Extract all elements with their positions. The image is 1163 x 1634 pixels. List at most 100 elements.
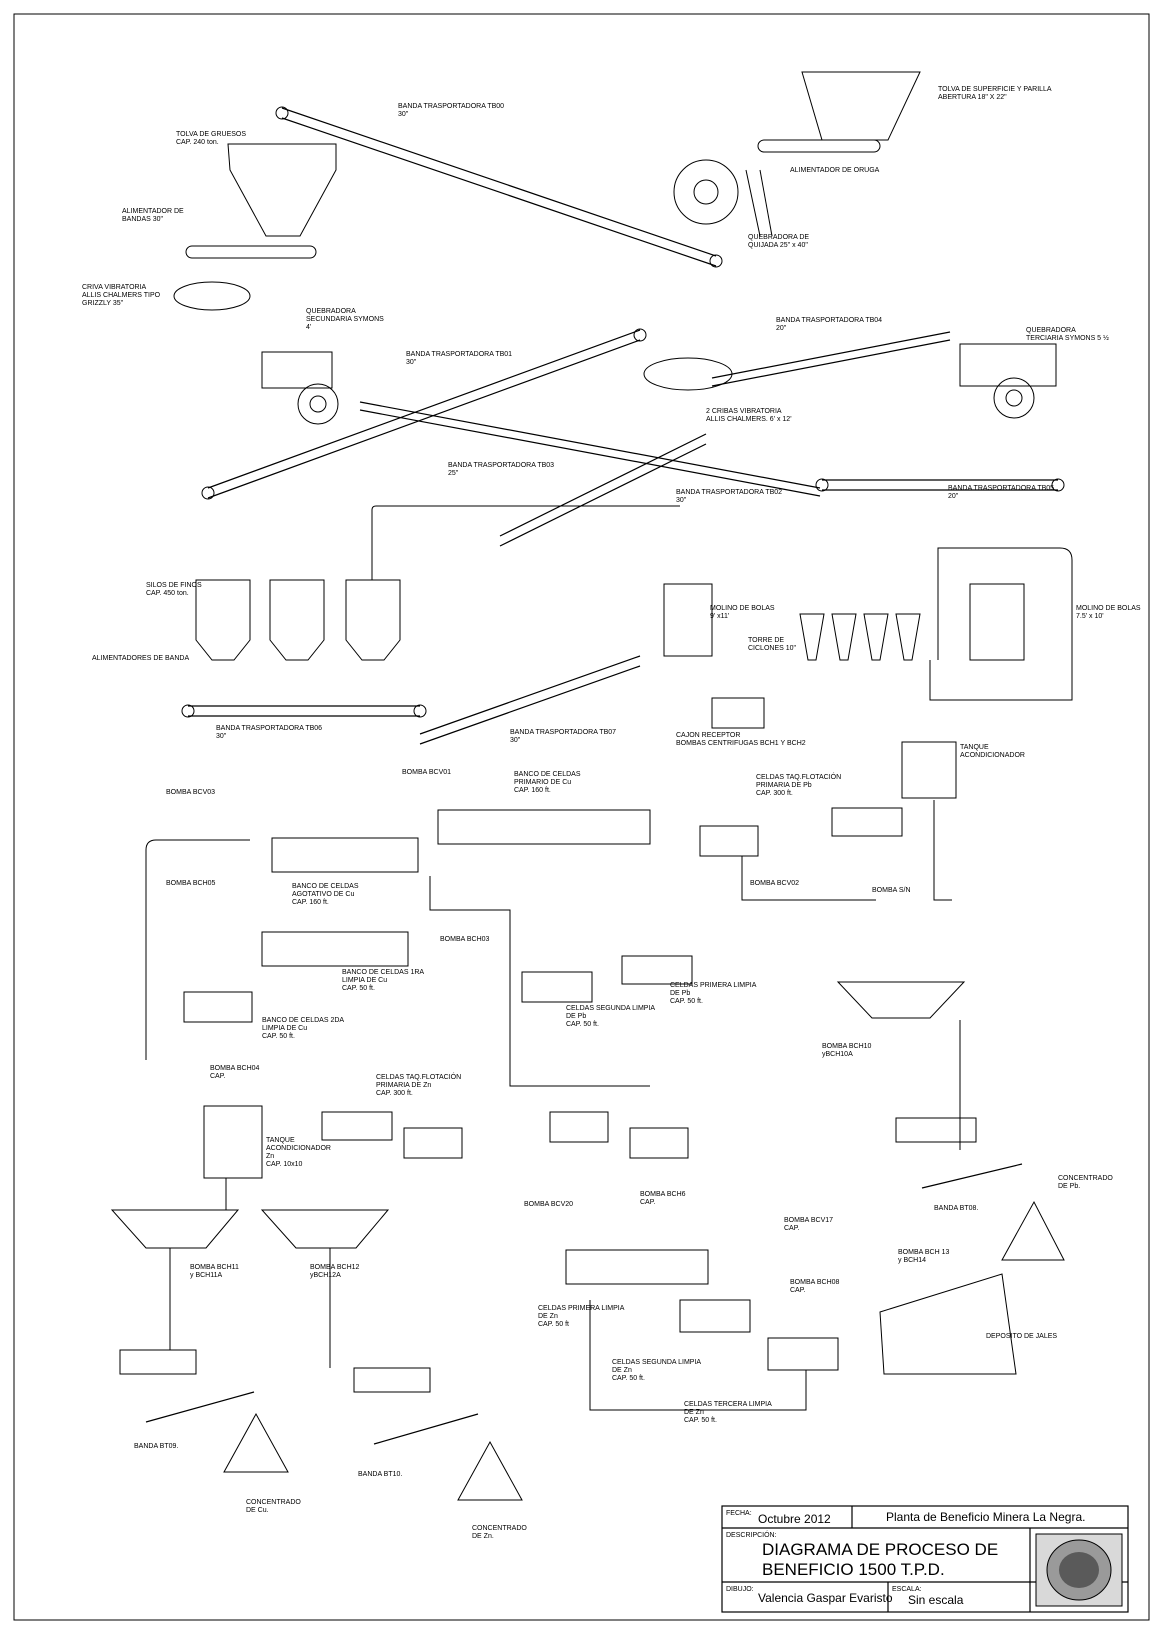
label-bomba-bcv02-1: BOMBA BCV02 [750, 880, 799, 887]
label-bomba-bch04-1: BOMBA BCH04 [210, 1065, 260, 1072]
label-bomba-bcv20-1: BOMBA BCV20 [524, 1201, 573, 1208]
label-bomba-bch03: BOMBA BCH03 [440, 936, 490, 943]
label-banco-primario-cu-2: PRIMARIO DE Cu [514, 779, 571, 786]
tb-escala: Sin escala [908, 1593, 964, 1607]
label-criva-vibratoria-3: GRIZZLY 35" [82, 300, 124, 307]
label-bomba-bch08-1: BOMBA BCH08 [790, 1279, 840, 1286]
label-banda-tb07-2: 30" [510, 737, 521, 744]
label-tolva-superficie-2: ABERTURA 18" X 22" [938, 94, 1007, 101]
label-concentrado-cu-2: DE Cu. [246, 1507, 269, 1514]
label-silos-finos-1: SILOS DE FINOS [146, 582, 202, 589]
unam-seal [1036, 1534, 1122, 1606]
label-alimentadores-banda: ALIMENTADORES DE BANDA [92, 655, 189, 662]
label-banda-bt09: BANDA BT09. [134, 1443, 178, 1450]
label-banda-tb03-2: 25" [448, 470, 459, 477]
label-alimentador-bandas-2: BANDAS 30" [122, 216, 164, 223]
label-banda-tb06-2: 30" [216, 733, 227, 740]
label-concentrado-pb-2: DE Pb. [1058, 1183, 1080, 1190]
label-tanque-zn-4: CAP. 10x10 [266, 1161, 303, 1168]
label-banda-tb05-2: 20" [948, 493, 959, 500]
label-concentrado-pb-1: CONCENTRADO [1058, 1175, 1113, 1182]
label-criva-vibratoria-1: CRIVA VIBRATORIA [82, 284, 147, 291]
label-cribas-2: ALLIS CHALMERS. 6' x 12' [706, 416, 792, 423]
label-cribas-1: 2 CRIBAS VIBRATORIA [706, 408, 782, 415]
label-celdas-segunda-pb-3: CAP. 50 ft. [566, 1021, 599, 1028]
label-bomba-sn: BOMBA S/N [872, 887, 911, 894]
label-celdas-taq-zn-1: CELDAS TAQ.FLOTACIÓN [376, 1072, 461, 1081]
label-bomba-bcv01: BOMBA BCV01 [402, 769, 451, 776]
label-banco-primario-cu-1: BANCO DE CELDAS [514, 771, 581, 778]
label-quebradora-terciaria-2: TERCIARIA SYMONS 5 ½ [1026, 334, 1109, 342]
label-bomba-bcv20: BOMBA BCV20 [524, 1201, 573, 1208]
label-tolva-gruesos-2: CAP. 240 ton. [176, 139, 219, 146]
label-bomba-bcv03: BOMBA BCV03 [166, 789, 215, 796]
label-celdas-tercera-zn-1: CELDAS TERCERA LIMPIA [684, 1401, 772, 1408]
label-molino-bolas-1-2: 9' x11' [710, 613, 729, 620]
label-banda-tb01-2: 30" [406, 359, 417, 366]
label-cajon-receptor-1: CAJON RECEPTOR [676, 732, 740, 739]
label-tolva-superficie-1: TOLVA DE SUPERFICIE Y PARILLA [938, 86, 1052, 93]
label-banda-tb00-1: BANDA TRASPORTADORA TB00 [398, 103, 504, 110]
label-banda-tb07-1: BANDA TRASPORTADORA TB07 [510, 729, 616, 736]
label-banco-2da-cu-3: CAP. 50 ft. [262, 1033, 295, 1040]
label-torre-ciclones-2: CICLONES 10" [748, 645, 797, 652]
label-bomba-bch6-1: BOMBA BCH6 [640, 1191, 686, 1198]
label-banco-agotativo-cu-3: CAP. 160 ft. [292, 899, 329, 906]
label-banda-tb03-1: BANDA TRASPORTADORA TB03 [448, 462, 554, 469]
tb-dibujo: Valencia Gaspar Evaristo [758, 1591, 893, 1605]
label-quebradora-quijada-1: QUEBRADORA DE [748, 234, 809, 241]
tb-descripcion-label: DESCRIPCIÓN: [726, 1530, 777, 1539]
label-celdas-taq-pb-1: CELDAS TAQ.FLOTACIÓN [756, 772, 841, 781]
label-celdas-taq-pb-3: CAP. 300 ft. [756, 790, 793, 797]
label-concentrado-zn-1: CONCENTRADO [472, 1525, 527, 1532]
label-criva-vibratoria-2: ALLIS CHALMERS TIPO [82, 292, 161, 299]
label-cribas: 2 CRIBAS VIBRATORIAALLIS CHALMERS. 6' x … [706, 408, 792, 423]
label-tanque-zn-3: Zn [266, 1153, 274, 1160]
label-alimentador-oruga: ALIMENTADOR DE ORUGA [790, 167, 880, 174]
label-bomba-bch05: BOMBA BCH05 [166, 880, 216, 887]
label-bomba-bch05-1: BOMBA BCH05 [166, 880, 216, 887]
label-celdas-primera-pb-1: CELDAS PRIMERA LIMPIA [670, 982, 757, 989]
label-bomba-bch10-1: BOMBA BCH10 [822, 1043, 872, 1050]
label-bomba-bcv03-1: BOMBA BCV03 [166, 789, 215, 796]
tb-titulo-2: BENEFICIO 1500 T.P.D. [762, 1560, 945, 1579]
tb-fecha: Octubre 2012 [758, 1512, 831, 1526]
label-celdas-primera-zn-2: DE Zn [538, 1313, 558, 1320]
label-banco-2da-cu-1: BANCO DE CELDAS 2DA [262, 1017, 344, 1024]
label-bomba-bch6-2: CAP. [640, 1199, 655, 1206]
label-bomba-sn-1: BOMBA S/N [872, 887, 911, 894]
label-tanque-acondicionador-1: TANQUE [960, 744, 989, 751]
label-banda-bt08-1: BANDA BT08. [934, 1205, 978, 1212]
label-banda-tb04-2: 20" [776, 325, 787, 332]
label-molino-bolas-2-1: MOLINO DE BOLAS [1076, 605, 1141, 612]
label-celdas-segunda-pb-2: DE Pb [566, 1013, 586, 1020]
label-celdas-primera-zn-1: CELDAS PRIMERA LIMPIA [538, 1305, 625, 1312]
label-tolva-gruesos-1: TOLVA DE GRUESOS [176, 131, 246, 138]
label-celdas-segunda-zn-2: DE Zn [612, 1367, 632, 1374]
label-bomba-bch04-2: CAP. [210, 1073, 225, 1080]
label-banco-agotativo-cu-1: BANCO DE CELDAS [292, 883, 359, 890]
label-banda-tb00-2: 30" [398, 111, 409, 118]
label-alimentador-bandas-1: ALIMENTADOR DE [122, 208, 184, 215]
label-tanque-zn-2: ACONDICIONADOR [266, 1145, 331, 1152]
label-bomba-bch11-1: BOMBA BCH11 [190, 1264, 239, 1271]
label-torre-ciclones-1: TORRE DE [748, 637, 784, 644]
label-banda-tb05-1: BANDA TRASPORTADORA TB05 [948, 485, 1054, 492]
label-bomba-bcv17-2: CAP. [784, 1225, 799, 1232]
tb-planta: Planta de Beneficio Minera La Negra. [886, 1510, 1085, 1524]
label-tanque-acondicionador-2: ACONDICIONADOR [960, 752, 1025, 759]
label-banda-tb01-1: BANDA TRASPORTADORA TB01 [406, 351, 512, 358]
tb-dibujo-label: DIBUJO: [726, 1586, 754, 1593]
label-celdas-tercera-zn-2: DE Zn [684, 1409, 704, 1416]
label-celdas-taq-zn-2: PRIMARIA DE Zn [376, 1082, 431, 1089]
label-molino-bolas-2-2: 7.5' x 10' [1076, 613, 1104, 620]
label-bomba-bcv17-1: BOMBA BCV17 [784, 1217, 833, 1224]
label-celdas-tercera-zn-3: CAP. 50 ft. [684, 1417, 717, 1424]
label-deposito-jales: DEPOSITO DE JALES [986, 1333, 1057, 1340]
label-bomba-bch08-2: CAP. [790, 1287, 805, 1294]
label-alimentador-oruga-1: ALIMENTADOR DE ORUGA [790, 167, 880, 174]
label-quebradora-secundaria-3: 4' [306, 324, 311, 331]
label-banda-bt09-1: BANDA BT09. [134, 1443, 178, 1450]
